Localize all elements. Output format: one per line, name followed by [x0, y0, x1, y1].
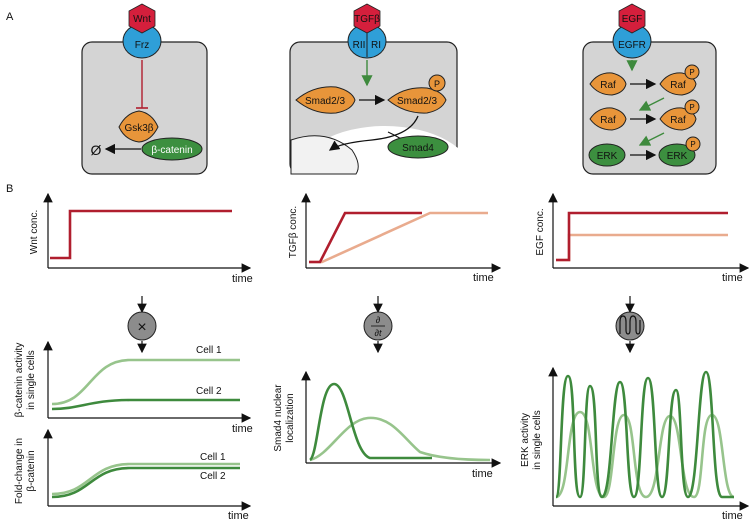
erk-cell-dark-curve — [554, 370, 734, 499]
egf-input-ylabel: EGF conc. — [535, 208, 546, 255]
tgfb-input-ylabel: TGFβ conc. — [288, 206, 299, 258]
erk-plot: time ERK activity in single cells — [520, 366, 750, 522]
egf-ligand — [618, 3, 646, 34]
oscillator-icon — [619, 315, 641, 335]
wnt-ligand — [128, 3, 156, 34]
wnt-input-plot: time Wnt conc. — [29, 192, 253, 285]
mek-active-blob — [659, 107, 697, 131]
smad4-plot: time Smad4 nuclear localization — [273, 370, 502, 480]
mek-inactive-label: Raf — [600, 115, 616, 126]
bcat-cell1-label: Cell 1 — [196, 345, 222, 356]
fold-cell2-curve — [51, 466, 240, 499]
wnt-operator-symbol: × — [137, 319, 146, 336]
raf-inactive-blob — [589, 72, 627, 96]
gsk3b-blob — [118, 110, 159, 143]
smad4-slow-curve — [309, 416, 491, 462]
degraded-symbol: Ø — [91, 142, 102, 158]
egfr-label: EGFR — [618, 40, 646, 51]
mek-phospho-label: P — [689, 103, 694, 112]
smad23-active-label: Smad2/3 — [397, 96, 437, 107]
smad4-time: time — [472, 468, 493, 480]
erk-phospho-badge — [685, 136, 701, 152]
erk-active-label: ERK — [667, 151, 688, 162]
smad4-ylabel-2: localization — [285, 393, 296, 442]
raf-phospho-label: P — [689, 68, 694, 77]
bcat-cell1-curve — [51, 358, 240, 406]
wnt-operator — [127, 311, 157, 341]
bcat-ylabel-2: in single cells — [26, 350, 37, 409]
egf-input-plot: time EGF conc. — [535, 192, 750, 284]
smad4-ylabel-1: Smad4 nuclear — [273, 384, 284, 452]
raf-active-blob — [659, 72, 697, 96]
erk-inactive-label: ERK — [597, 151, 618, 162]
mek-cascade-arrow — [638, 132, 665, 146]
phospho-label: P — [434, 79, 440, 89]
raf-active-label: Raf — [670, 80, 686, 91]
egf-input-low-curve — [556, 233, 728, 262]
ri-label: RI — [371, 40, 381, 51]
erk-phospho-label: P — [690, 140, 695, 149]
bcat-plot: time β-catenin activity in single cells … — [14, 340, 253, 435]
beta-catenin-blob — [141, 137, 203, 161]
egf-input-high-curve — [556, 211, 728, 262]
smad4-blob — [387, 135, 449, 159]
mek-inactive-blob — [589, 107, 627, 131]
erk-active-blob — [658, 143, 696, 167]
bcat-ylabel-1: β-catenin activity — [14, 343, 25, 418]
wnt-input-curve — [50, 209, 232, 260]
fold-cell1-label: Cell 1 — [200, 452, 226, 463]
erk-inactive-blob — [588, 143, 626, 167]
erk-cell-light-curve — [555, 410, 735, 499]
egf-label: EGF — [622, 14, 643, 25]
tgfb-input-plot: time TGFβ conc. — [288, 192, 502, 284]
wnt-input-ylabel: Wnt conc. — [29, 210, 40, 254]
rii-label: RII — [353, 40, 366, 51]
panel-b-letter: B — [6, 183, 13, 195]
beta-catenin-label: β-catenin — [151, 145, 192, 156]
smad23-inactive-blob — [295, 86, 356, 114]
mek-phospho-badge — [684, 99, 700, 115]
bcat-time: time — [232, 423, 253, 435]
fold-cell2-label: Cell 2 — [200, 471, 226, 482]
fold-ylabel-2: β-catenin — [26, 450, 37, 491]
egf-input-time: time — [722, 272, 743, 284]
wnt-label: Wnt — [133, 14, 151, 25]
wnt-input-time: time — [232, 273, 253, 285]
raf-inactive-label: Raf — [600, 80, 616, 91]
bcat-cell2-curve — [51, 398, 240, 411]
bcat-cell2-label: Cell 2 — [196, 386, 222, 397]
fold-plot: time Fold-change in β-catenin Cell 1 Cel… — [14, 428, 252, 522]
fold-ylabel-1: Fold-change in — [14, 438, 25, 504]
wnt-pathway: Frz Wnt Gsk3β β-catenin Ø — [81, 3, 208, 175]
tgfb-operator-num: ∂ — [376, 315, 381, 325]
tgfb-input-time: time — [473, 272, 494, 284]
tgfb-ligand — [353, 3, 381, 34]
fold-time: time — [228, 510, 249, 522]
mek-active-label: Raf — [670, 115, 686, 126]
smad23-inactive-label: Smad2/3 — [305, 96, 345, 107]
smad4-fast-curve — [308, 382, 432, 462]
tgfb-label: TGFβ — [354, 14, 380, 25]
egf-pathway: EGFR EGF Raf Raf P Raf Raf P ERK ERK P — [582, 3, 717, 175]
tgfb-pathway: RII RI TGFβ Smad2/3 Smad2/3 P Smad4 — [289, 3, 473, 226]
smad4-label: Smad4 — [402, 143, 434, 154]
erk-time: time — [722, 510, 743, 522]
nuclear-import-arrow — [328, 115, 419, 151]
tgfb-input-fast-curve — [309, 211, 422, 264]
smad23-active-blob — [387, 87, 447, 114]
raf-cascade-arrow — [638, 97, 665, 111]
phospho-badge — [428, 74, 446, 92]
erk-ylabel-2: in single cells — [532, 410, 543, 469]
frz-label: Frz — [135, 40, 149, 51]
panel-a-letter: A — [6, 11, 14, 23]
fold-cell1-curve — [51, 462, 240, 496]
gsk3b-label: Gsk3β — [124, 123, 153, 134]
erk-ylabel-1: ERK activity — [520, 413, 531, 467]
raf-phospho-badge — [684, 64, 700, 80]
tgfb-operator-den: ∂t — [375, 328, 382, 338]
